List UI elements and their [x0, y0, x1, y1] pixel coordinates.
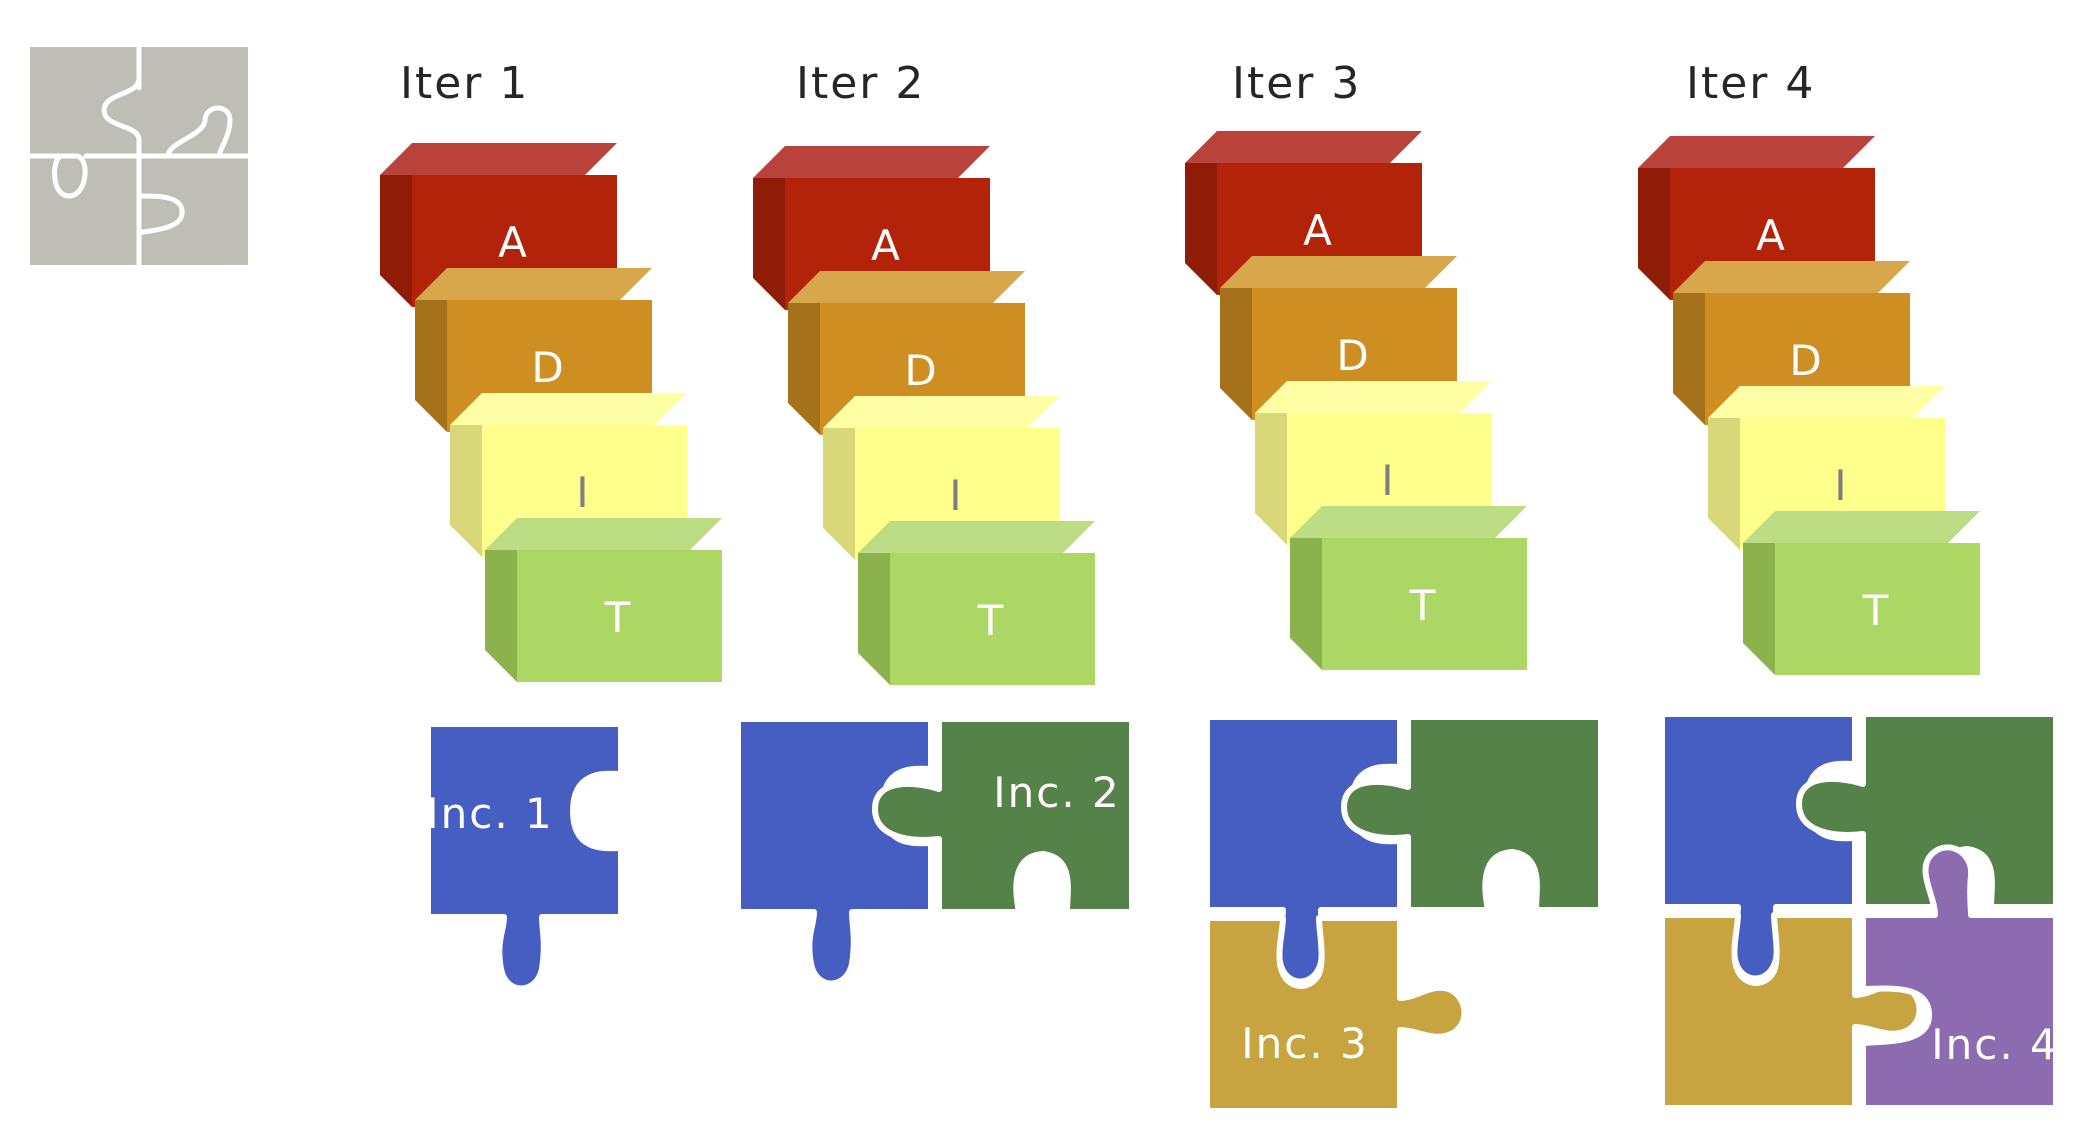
iter-2-phase-stack: A D I T — [753, 146, 1095, 685]
increment-puzzle-1: Inc. 1 — [425, 721, 624, 992]
iter-4-title: Iter 4 — [1686, 58, 1816, 109]
phase-block-t: T — [485, 518, 722, 682]
phase-label-a: A — [871, 221, 900, 270]
phase-label-i: I — [949, 471, 961, 520]
phase-block-t: T — [858, 521, 1095, 685]
puzzle-piece-4 — [1860, 844, 2059, 1111]
phase-label-d: D — [904, 346, 936, 395]
iter-2-title: Iter 2 — [796, 58, 926, 109]
iter-4-phase-stack: A D I T — [1638, 136, 1980, 675]
puzzle-piece-3 — [1204, 915, 1468, 1114]
increment-puzzle-2: Inc. 2 — [735, 716, 1135, 987]
phase-label-i: I — [1834, 461, 1846, 510]
increment-label-1: Inc. 1 — [426, 789, 554, 838]
iter-3-phase-stack: A D I T — [1185, 131, 1527, 670]
phase-label-d: D — [1789, 336, 1821, 385]
phase-label-i: I — [1381, 456, 1393, 505]
puzzle-piece-1 — [425, 721, 624, 992]
puzzle-piece-2 — [1341, 714, 1604, 913]
phase-label-a: A — [1303, 206, 1332, 255]
phase-label-d: D — [531, 343, 563, 392]
increment-label-2: Inc. 2 — [993, 768, 1121, 817]
puzzle-piece-1 — [735, 716, 934, 987]
increment-puzzle-3: Inc. 3 — [1204, 714, 1604, 1114]
iter-1-title: Iter 1 — [400, 58, 530, 109]
phase-label-t: T — [604, 593, 631, 642]
phase-block-t: T — [1743, 511, 1980, 675]
phase-block-t: T — [1290, 506, 1527, 670]
phase-label-t: T — [1409, 581, 1436, 630]
increment-puzzle-4: Inc. 4 — [1659, 711, 2059, 1111]
puzzle-icon — [27, 44, 251, 268]
phase-block-a: A — [753, 146, 990, 310]
phase-label-t: T — [977, 596, 1004, 645]
phase-label-a: A — [1756, 211, 1785, 260]
iter-1-phase-stack: A D I T — [380, 143, 722, 682]
increment-label-3: Inc. 3 — [1241, 1019, 1369, 1068]
puzzle-piece-3 — [1659, 912, 1923, 1111]
phase-label-t: T — [1862, 586, 1889, 635]
iter-3-title: Iter 3 — [1232, 58, 1362, 109]
phase-label-d: D — [1336, 331, 1368, 380]
increment-label-4: Inc. 4 — [1931, 1020, 2059, 1069]
phase-label-i: I — [576, 468, 588, 517]
puzzle-piece-2 — [872, 716, 1135, 915]
phase-label-a: A — [498, 218, 527, 267]
